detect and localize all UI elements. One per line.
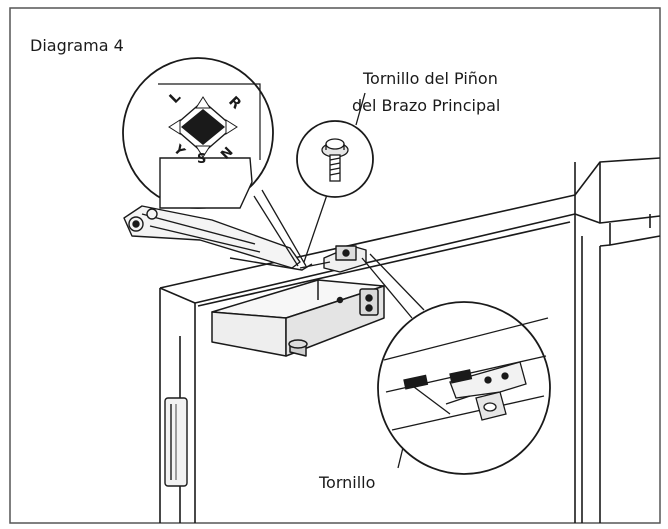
- pinion-screw-label-line1: Tornillo del Piñon: [362, 69, 498, 88]
- adjustment-screw-icon: [403, 361, 527, 421]
- closer-body: [211, 279, 385, 357]
- spindle-icon: [168, 96, 238, 158]
- adjustment-screw-callout: [377, 301, 551, 475]
- figure-frame: [9, 7, 661, 524]
- figure-title: Diagrama 4: [30, 36, 124, 55]
- pinion-screw-label-line2: del Brazo Principal: [352, 96, 500, 115]
- pinion-screw-callout: [296, 120, 374, 198]
- spindle-letter-s: S: [197, 152, 206, 167]
- door-hinge: [164, 397, 188, 487]
- pinion-screw-icon: [321, 138, 349, 182]
- main-arm: [123, 205, 313, 271]
- arm-shoe: [299, 245, 367, 273]
- screw-label: Tornillo: [318, 473, 375, 492]
- spindle-detail-callout: L R Y S N: [122, 57, 274, 209]
